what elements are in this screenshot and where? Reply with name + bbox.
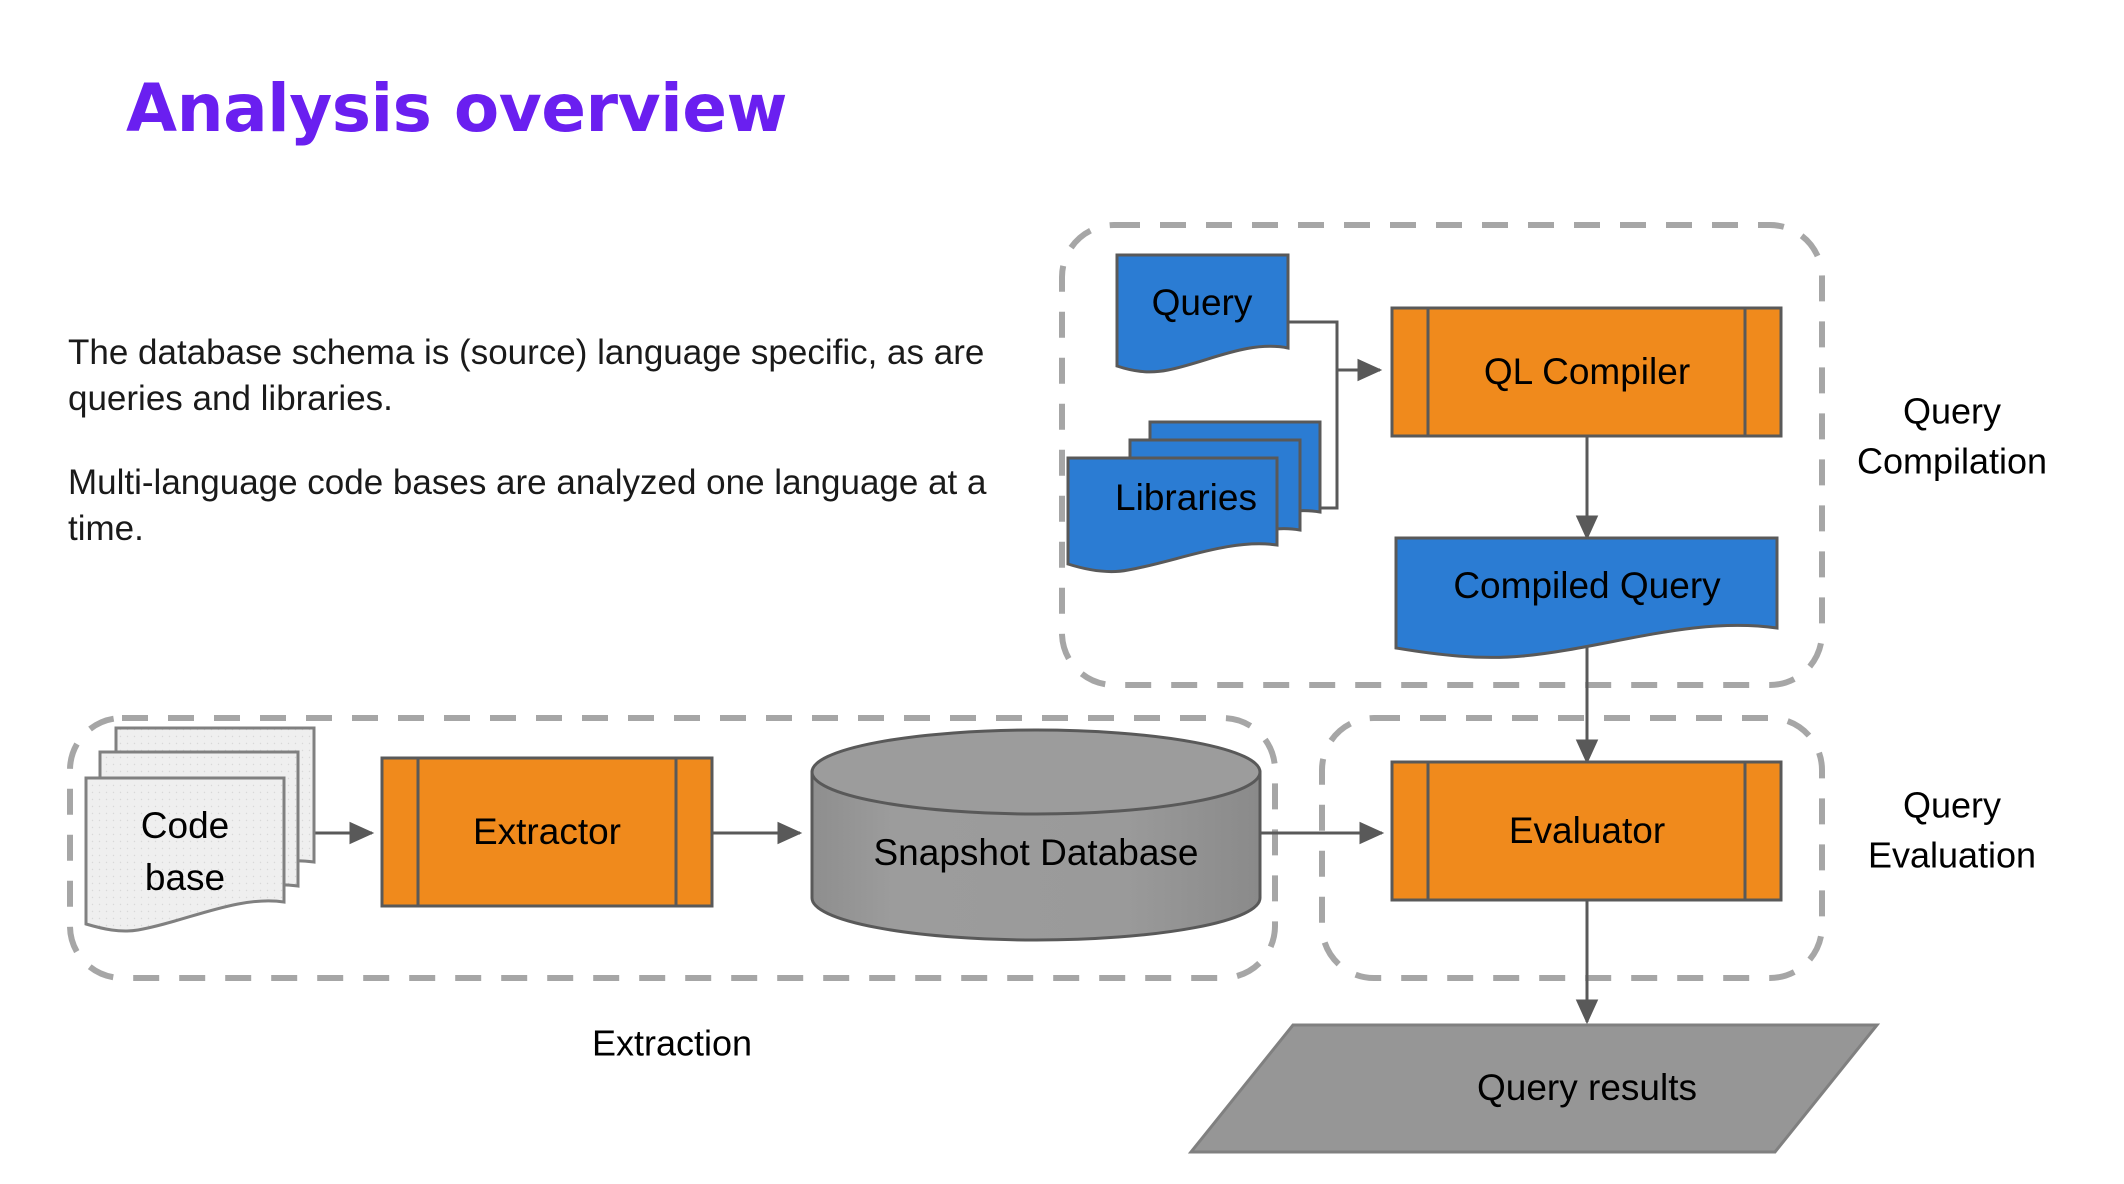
- node-query-label: Query: [1152, 282, 1253, 323]
- node-ql-compiler-label: QL Compiler: [1484, 351, 1690, 392]
- group-box-query-compilation: [1059, 222, 1825, 688]
- node-compiled-query-label: Compiled Query: [1453, 565, 1721, 606]
- node-query-results[interactable]: Query results: [1187, 1023, 1881, 1154]
- code-base-document-front: [84, 776, 286, 933]
- node-ql-compiler[interactable]: QL Compiler: [1390, 306, 1783, 438]
- body-paragraph-2: Multi-language code bases are analyzed o…: [68, 463, 987, 549]
- snapshot-database-top: [810, 728, 1262, 816]
- extractor-body: [380, 756, 714, 908]
- node-query[interactable]: Query: [1115, 253, 1290, 374]
- node-code-base[interactable]: Code base: [84, 726, 316, 933]
- node-compiled-query[interactable]: Compiled Query: [1394, 536, 1779, 659]
- group-label-query-compilation: Query Compilation: [1857, 391, 2047, 482]
- group-box-extraction: [67, 715, 1278, 981]
- node-code-base-label-line1: Code: [141, 805, 229, 846]
- node-evaluator[interactable]: Evaluator: [1390, 760, 1783, 902]
- ql-compiler-body: [1390, 306, 1783, 438]
- query-results-parallelogram: [1187, 1023, 1881, 1154]
- group-label-query-evaluation: Query Evaluation: [1868, 785, 2036, 876]
- node-code-base-label-line2: base: [145, 857, 225, 898]
- evaluator-body: [1390, 760, 1783, 902]
- query-document-shape: [1115, 253, 1290, 374]
- group-label-query-evaluation-line2: Evaluation: [1868, 835, 2036, 876]
- page-title: Analysis overview: [126, 70, 787, 147]
- node-extractor[interactable]: Extractor: [380, 756, 714, 908]
- node-snapshot-database[interactable]: Snapshot Database: [810, 728, 1262, 942]
- edge-query-to-ql-compiler: [1277, 320, 1339, 370]
- snapshot-database-body: [810, 770, 1262, 942]
- group-label-extraction-line1: Extraction: [592, 1023, 752, 1064]
- body-paragraph-1: The database schema is (source) language…: [68, 333, 985, 419]
- node-snapshot-database-label: Snapshot Database: [873, 832, 1198, 873]
- group-box-query-evaluation: [1319, 715, 1825, 981]
- node-libraries-label: Libraries: [1115, 477, 1257, 518]
- group-label-query-evaluation-line1: Query: [1903, 785, 2001, 826]
- group-label-query-compilation-line2: Compilation: [1857, 441, 2047, 482]
- node-libraries[interactable]: Libraries: [1066, 420, 1322, 574]
- node-evaluator-label: Evaluator: [1509, 810, 1665, 851]
- node-extractor-label: Extractor: [473, 811, 621, 852]
- group-label-query-compilation-line1: Query: [1903, 391, 2001, 432]
- node-query-results-label: Query results: [1477, 1067, 1697, 1108]
- group-label-extraction: Extraction: [592, 1023, 752, 1064]
- libraries-document-front: [1066, 456, 1279, 574]
- compiled-query-document-shape: [1394, 536, 1779, 659]
